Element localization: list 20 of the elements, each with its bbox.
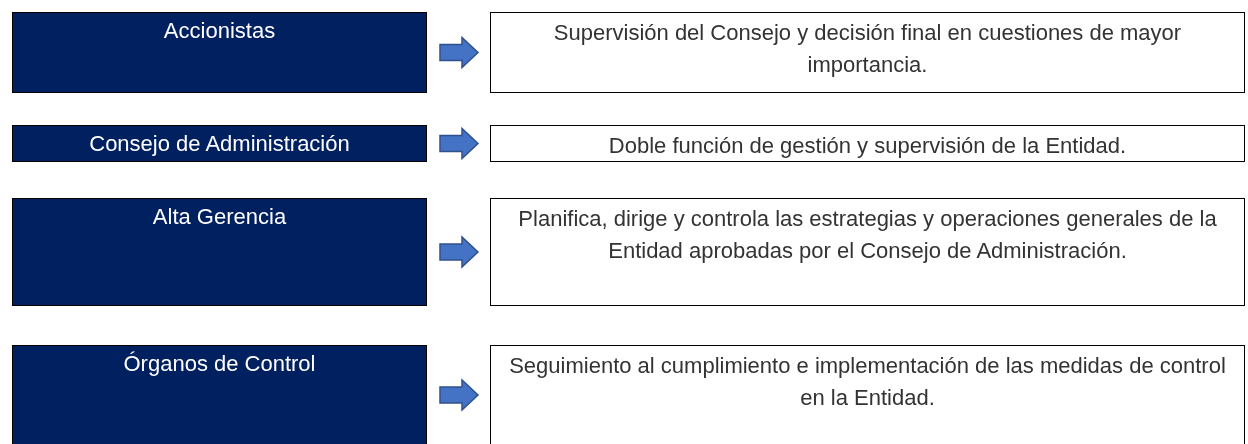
description-box bbox=[490, 12, 1245, 93]
description-text: Supervisión del Consejo y decisión final en cuestiones de mayor importancia. bbox=[552, 19, 1183, 79]
role-box bbox=[12, 125, 427, 162]
description-box bbox=[490, 345, 1245, 444]
role-title: Consejo de Administración bbox=[89, 130, 350, 158]
block-arrow bbox=[439, 126, 480, 161]
description-text: Seguimiento al cumplimiento e implementación de las medidas de control en la Entidad. bbox=[508, 352, 1227, 412]
description-text: Doble función de gestión y supervisión de la Entidad. bbox=[608, 132, 1127, 160]
role-title: Accionistas bbox=[163, 17, 276, 45]
block-arrow bbox=[439, 35, 480, 70]
block-arrow bbox=[439, 378, 480, 412]
description-box bbox=[490, 198, 1245, 306]
role-title: Alta Gerencia bbox=[152, 203, 287, 231]
description-box bbox=[490, 125, 1245, 162]
role-box bbox=[12, 12, 427, 93]
role-box bbox=[12, 345, 427, 444]
description-text: Planifica, dirige y controla las estrategias y operaciones generales de la Entidad aprobadas por el Consejo de Administración. bbox=[517, 205, 1218, 265]
block-arrow bbox=[439, 235, 480, 269]
role-title: Órganos de Control bbox=[123, 350, 316, 378]
role-box bbox=[12, 198, 427, 306]
